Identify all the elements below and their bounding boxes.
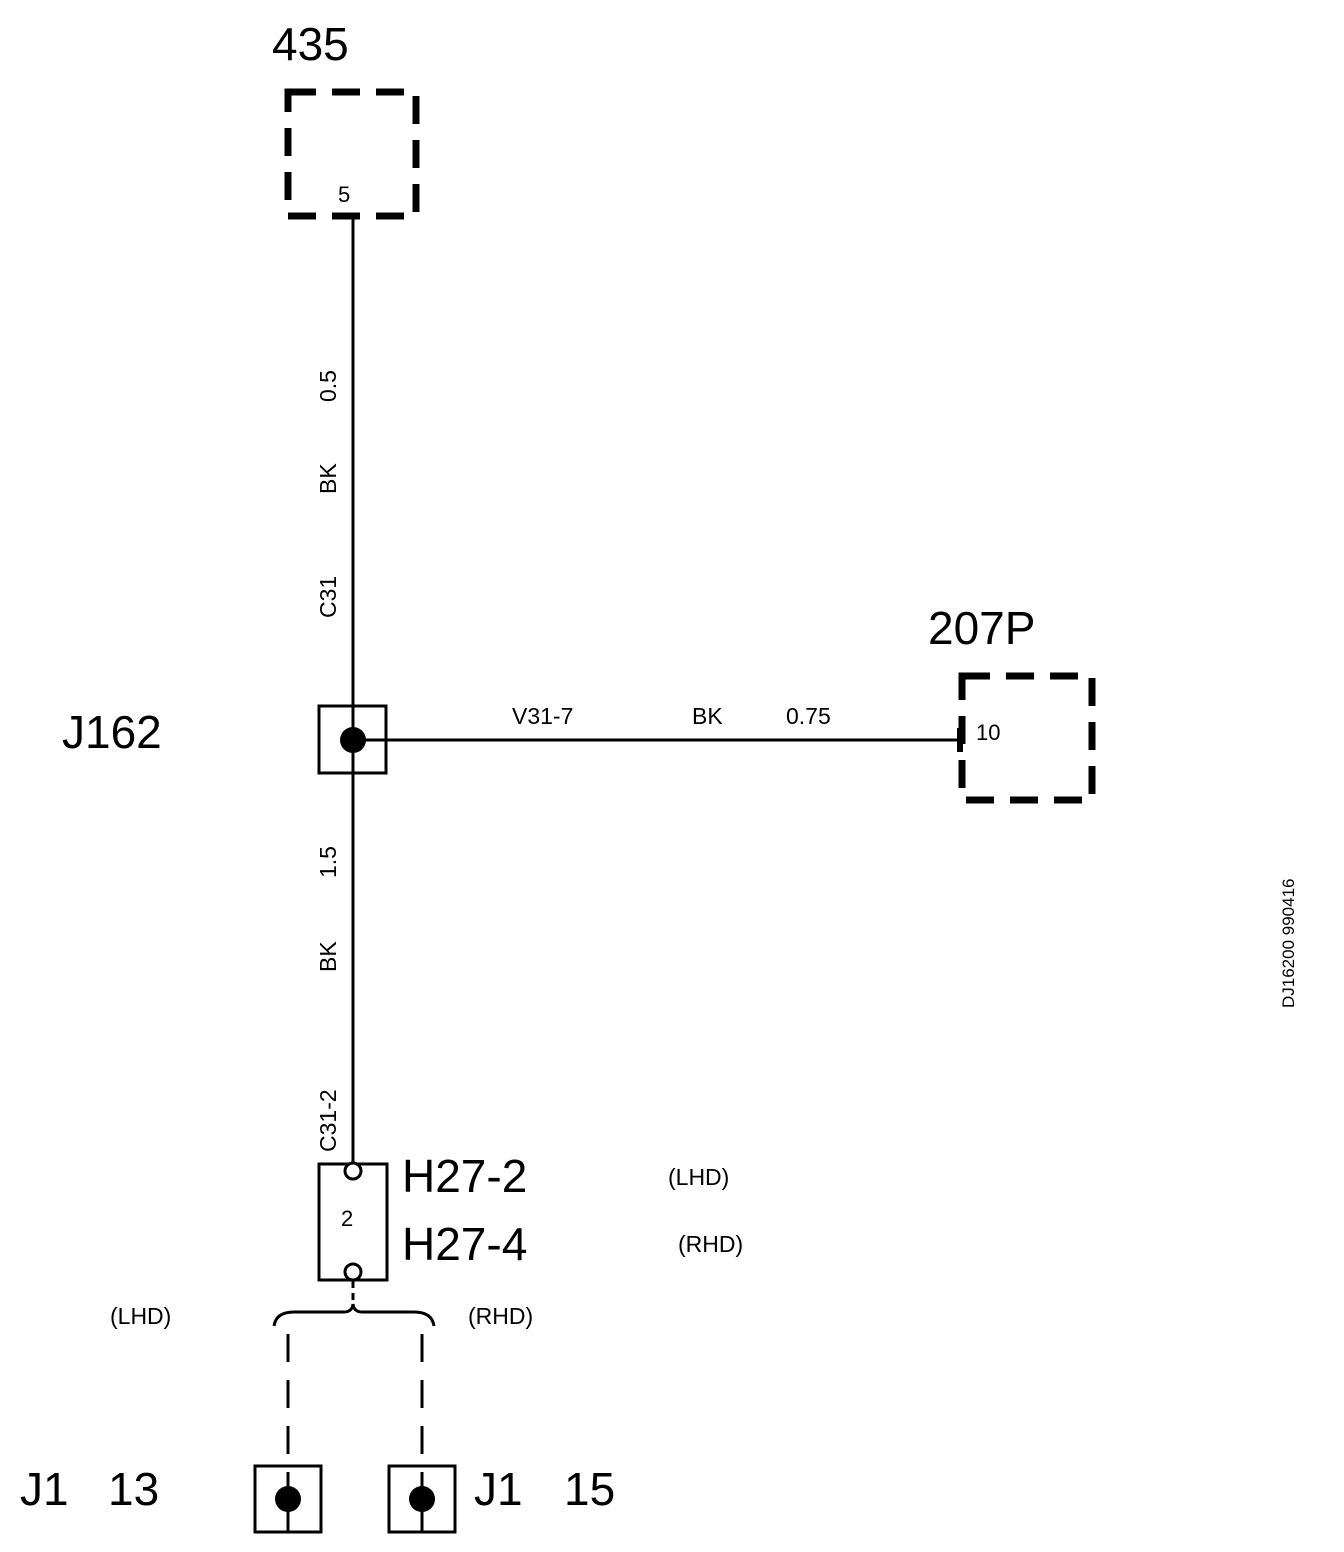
wire-bottom-circuit: C31-2	[315, 1089, 341, 1152]
component-207p-box	[958, 672, 1096, 804]
wire-bottom-size: 1.5	[315, 846, 341, 878]
wire-top-color: BK	[315, 463, 341, 494]
wire-right-color: BK	[692, 703, 723, 729]
wire-top-size: 0.5	[315, 370, 341, 402]
splice-j162-label: J162	[62, 706, 162, 758]
connector-h27-label-b: H27-4	[402, 1218, 527, 1270]
connector-h27-tag-b: (RHD)	[678, 1231, 743, 1257]
drawing-id: DJ16200 990416	[1279, 878, 1298, 1008]
component-207p-label: 207P	[928, 602, 1035, 654]
component-207p-pin: 10	[976, 720, 1000, 745]
connector-h27-tag-a: (LHD)	[668, 1164, 729, 1190]
connector-h27-label-a: H27-2	[402, 1150, 527, 1202]
component-435-pin: 5	[338, 182, 350, 207]
branch-left-tag: (LHD)	[110, 1303, 171, 1329]
wire-bottom-color: BK	[315, 941, 341, 972]
connector-h27-bottom-terminal	[343, 1262, 363, 1282]
option-brace	[272, 1303, 436, 1327]
component-435-label: 435	[272, 18, 349, 70]
wire-top-circuit: C31	[315, 576, 341, 618]
wire-right-circuit: V31-7	[512, 703, 573, 729]
connector-h27-pin: 2	[341, 1206, 353, 1231]
branch-right-tag: (RHD)	[468, 1303, 533, 1329]
j1-left-label: J1	[20, 1463, 69, 1515]
component-435-box	[284, 88, 420, 220]
connector-h27-top-terminal	[343, 1161, 363, 1181]
j1-right-pin: 15	[564, 1463, 615, 1515]
j1-right-label: J1	[474, 1463, 523, 1515]
j1-left-pin: 13	[108, 1463, 159, 1515]
wire-right-size: 0.75	[786, 703, 831, 729]
